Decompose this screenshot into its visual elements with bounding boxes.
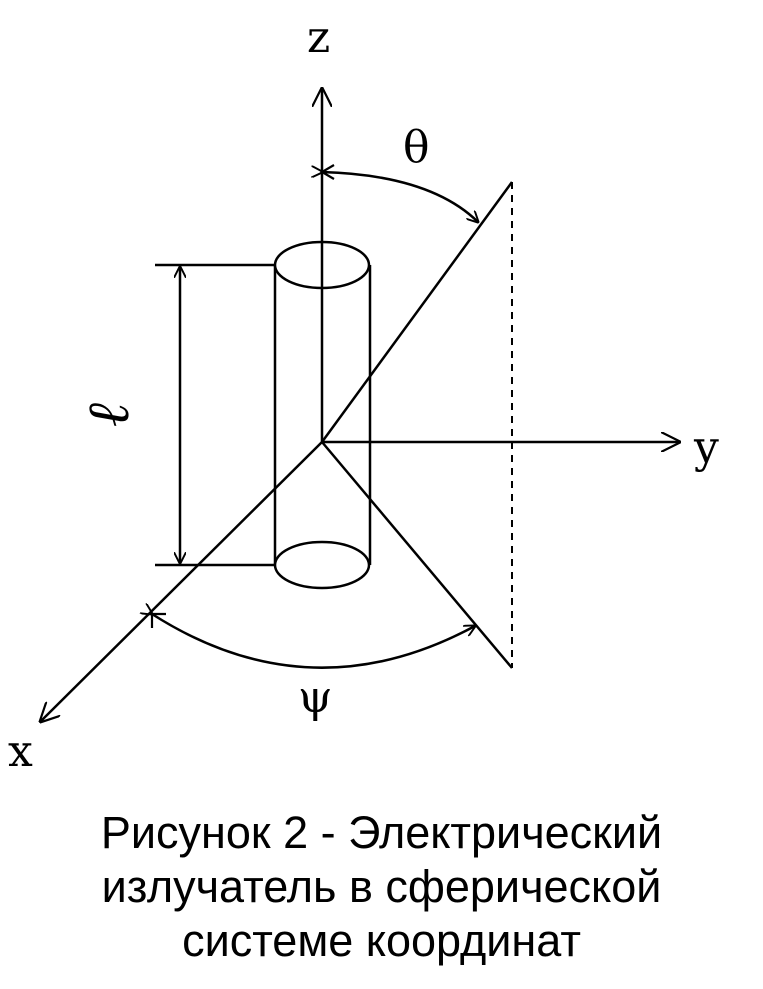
radius-vector	[320, 181, 514, 443]
length-label: ℓ	[74, 403, 142, 427]
spherical-coordinates-diagram: z y x θ ψ ℓ	[8, 12, 719, 777]
figure-caption: Рисунок 2 - Электрический излучатель в с…	[0, 806, 763, 968]
caption-line-1: Рисунок 2 - Электрический	[100, 807, 663, 858]
psi-arc-start-arrowhead	[150, 612, 166, 628]
psi-arc	[152, 614, 475, 669]
projection-line	[321, 441, 513, 669]
x-axis-label: x	[8, 726, 33, 777]
z-axis-label: z	[307, 12, 330, 63]
y-axis-label: y	[693, 422, 719, 473]
theta-arc-start-arrowhead	[319, 164, 335, 180]
psi-label: ψ	[298, 672, 333, 723]
caption-line-3: системе координат	[182, 915, 581, 966]
theta-arc	[322, 172, 478, 222]
cylinder-bottom	[273, 540, 371, 590]
theta-label: θ	[403, 122, 430, 173]
caption-line-2: излучатель в сферической	[101, 861, 662, 912]
